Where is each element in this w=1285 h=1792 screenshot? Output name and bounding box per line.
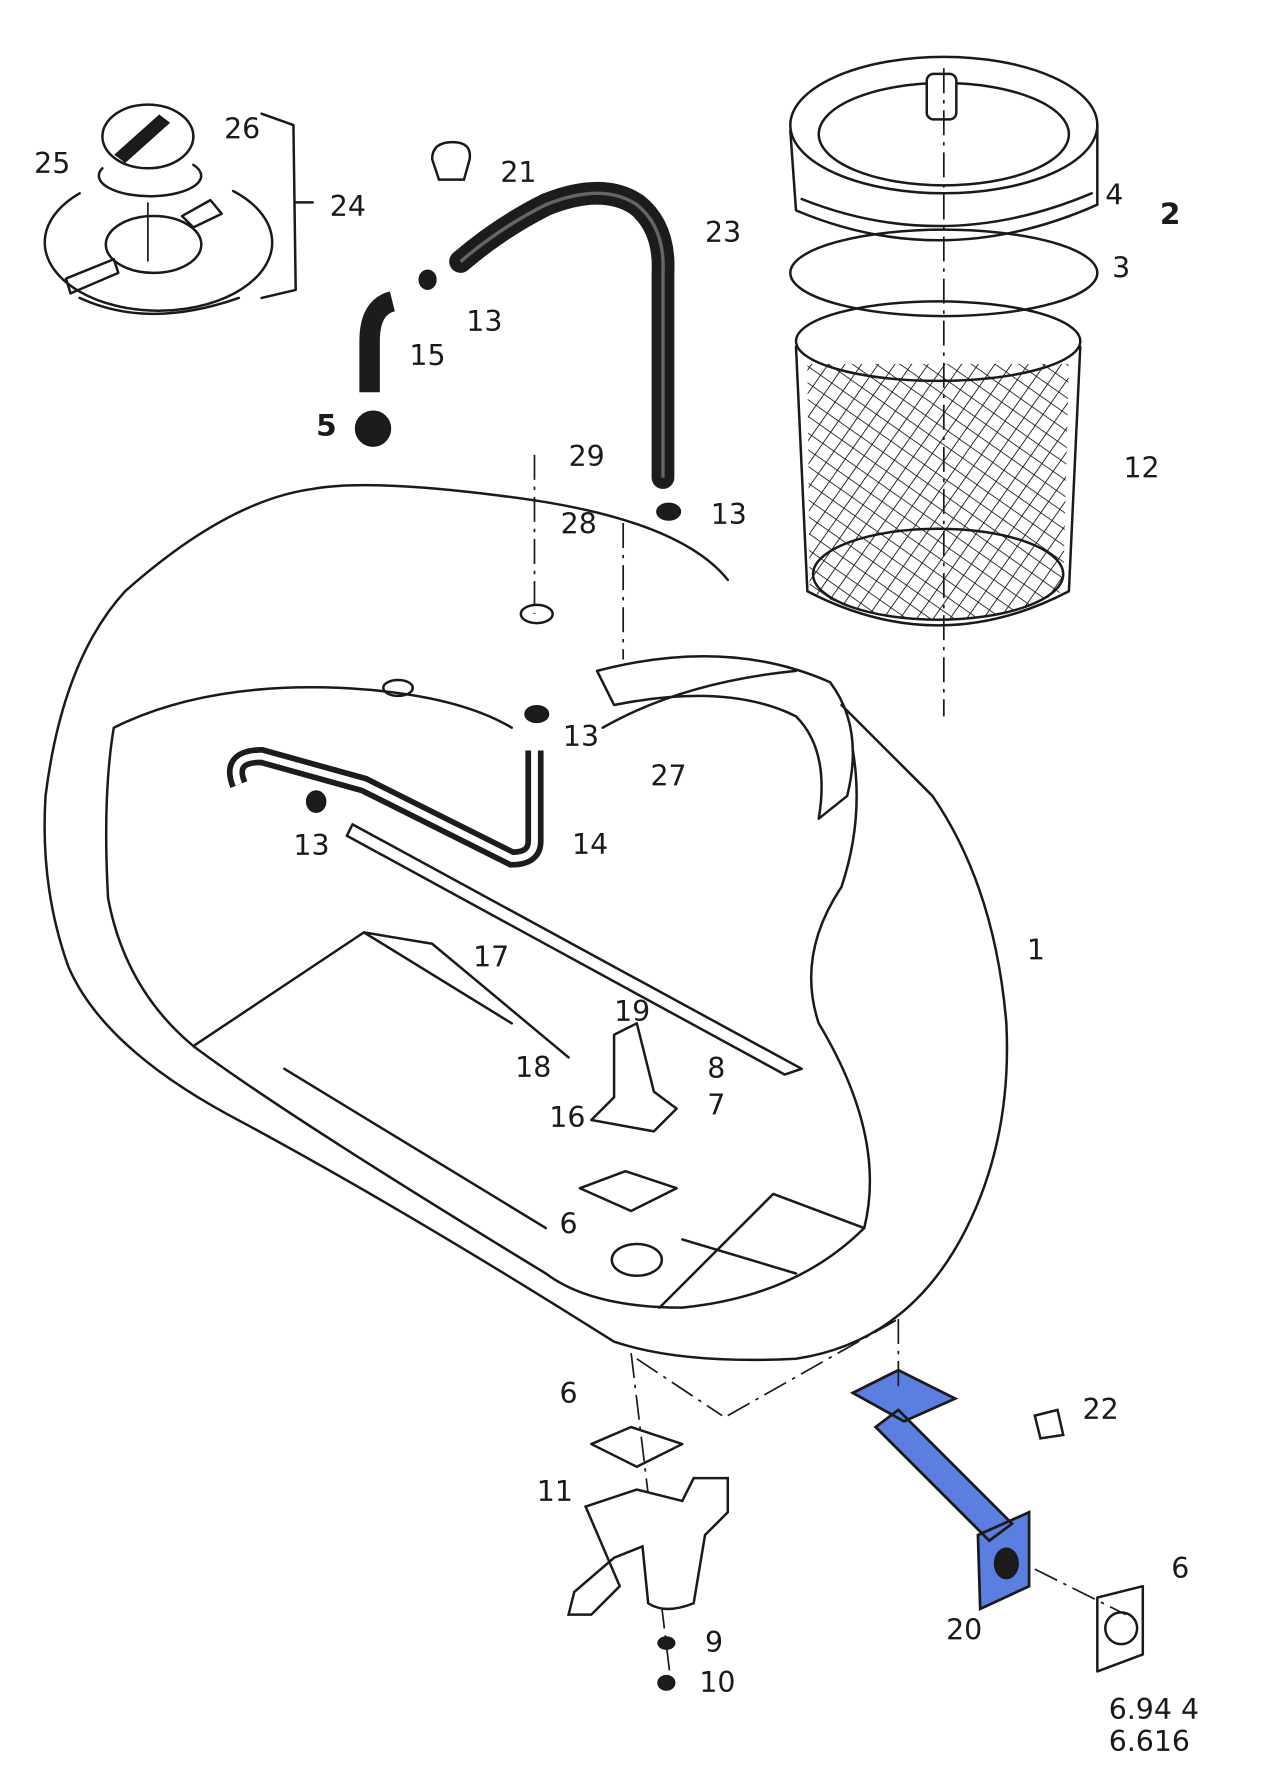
callout-label-11: 11 bbox=[537, 1475, 573, 1508]
callout-label-5: 5 bbox=[316, 408, 337, 442]
callout-label-13: 13 bbox=[466, 305, 502, 338]
drain-valve-11 bbox=[566, 1476, 730, 1616]
bracket-24 bbox=[260, 112, 297, 300]
gasket-6c bbox=[1096, 1584, 1145, 1673]
callout-label-4: 4 bbox=[1105, 179, 1123, 212]
drawing-number: 6.94 4 bbox=[1109, 1693, 1199, 1726]
seal-ring-25 bbox=[97, 163, 203, 198]
gasket-6 bbox=[578, 1169, 678, 1213]
basket-12 bbox=[807, 363, 1069, 620]
drawing-number: 6.616 bbox=[1109, 1725, 1190, 1758]
callout-label-26: 26 bbox=[224, 113, 260, 146]
plug-21 bbox=[430, 140, 472, 181]
callout-label-25: 25 bbox=[34, 147, 70, 180]
callout-label-22: 22 bbox=[1083, 1393, 1119, 1426]
knob-4 bbox=[925, 72, 958, 121]
callout-label-6: 6 bbox=[1171, 1552, 1189, 1585]
callout-label-13: 13 bbox=[563, 720, 599, 753]
callout-label-8: 8 bbox=[707, 1052, 725, 1085]
cap-26 bbox=[101, 103, 195, 170]
flange-27 bbox=[595, 654, 855, 820]
tank-1 bbox=[43, 483, 1009, 1362]
clamp-13b bbox=[656, 502, 682, 521]
callout-label-6: 6 bbox=[559, 1377, 577, 1410]
callout-label-21: 21 bbox=[500, 156, 536, 189]
callout-label-6: 6 bbox=[559, 1208, 577, 1241]
callout-label-20: 20 bbox=[946, 1614, 982, 1647]
callout-label-13: 13 bbox=[711, 498, 747, 531]
elbow-15 bbox=[359, 291, 396, 393]
callout-label-10: 10 bbox=[699, 1666, 735, 1699]
callout-label-9: 9 bbox=[705, 1626, 723, 1659]
callout-label-2: 2 bbox=[1160, 197, 1181, 231]
callout-label-14: 14 bbox=[572, 828, 608, 861]
callout-label-15: 15 bbox=[409, 339, 445, 372]
callout-label-23: 23 bbox=[705, 216, 741, 249]
clamp-13 bbox=[418, 269, 437, 290]
callout-label-19: 19 bbox=[614, 995, 650, 1028]
callout-label-12: 12 bbox=[1123, 452, 1159, 485]
callout-label-3: 3 bbox=[1112, 251, 1130, 284]
cap-handle bbox=[114, 114, 171, 163]
callout-label-1: 1 bbox=[1027, 934, 1045, 967]
callout-label-7: 7 bbox=[707, 1088, 725, 1121]
callout-label-28: 28 bbox=[561, 507, 597, 540]
nut-5 bbox=[354, 410, 392, 447]
callout-label-17: 17 bbox=[473, 940, 509, 973]
bolt-22 bbox=[1033, 1408, 1065, 1440]
filler-cap-assembly bbox=[43, 103, 315, 315]
callout-label-16: 16 bbox=[549, 1101, 585, 1134]
bracket-16 bbox=[590, 1022, 678, 1133]
pipe-20-highlighted bbox=[849, 1368, 1031, 1612]
callout-label-24: 24 bbox=[330, 190, 366, 223]
callout-label-29: 29 bbox=[569, 440, 605, 473]
strainer-assembly bbox=[789, 55, 1099, 717]
spray-bar-17 bbox=[345, 823, 803, 1076]
callout-label-18: 18 bbox=[515, 1051, 551, 1084]
callout-label-27: 27 bbox=[650, 760, 686, 793]
callout-label-13: 13 bbox=[293, 829, 329, 862]
